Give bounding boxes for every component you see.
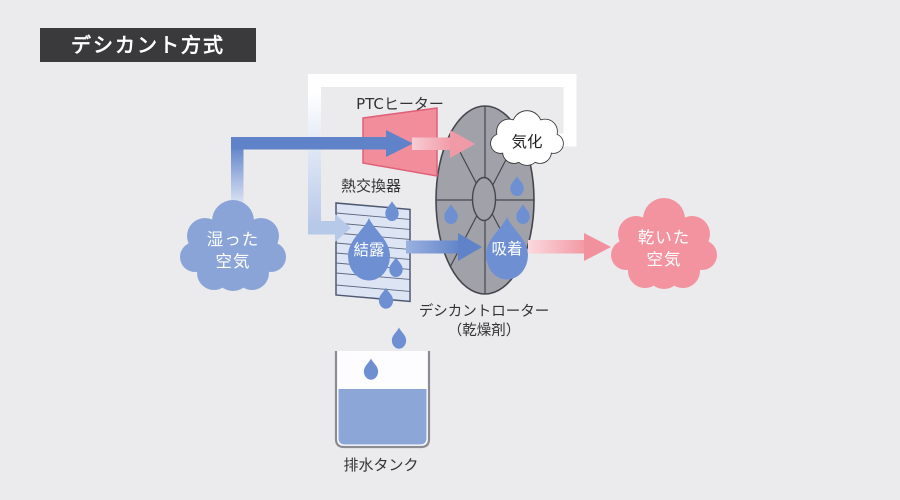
humid-air-flow-arrow [231,130,413,208]
tank-water [338,389,427,445]
heated-air-arrow [412,130,475,158]
humid-air-line2: 空気 [216,252,251,271]
humid-air-cloud: 湿った 空気 [180,200,286,291]
return-air-arrow [308,92,351,242]
adsorption-label: 吸着 [491,240,522,258]
dry-air-cloud: 乾いた 空気 [611,198,717,289]
page-title: デシカント方式 [71,33,225,57]
dry-air-line2: 空気 [647,250,682,269]
rotor-hub [471,176,497,222]
humid-air-line1: 湿った [207,230,260,249]
vaporization-cloud: 気化 [490,110,564,166]
drain-tank [334,351,431,449]
condensation-drop: 結露 [348,218,390,281]
process-air-arrow [406,233,482,261]
condensation-label: 結露 [353,241,385,259]
ptc-heater-label: PTCヒーター [356,95,444,113]
adsorption-drop: 吸着 [486,217,528,280]
heat-exchanger-label: 熱交換器 [341,177,401,195]
rotor-label-line2: （乾燥剤） [448,322,521,339]
dry-air-line1: 乾いた [638,228,691,247]
vaporization-label: 気化 [511,133,542,151]
rotor-label-line1: デシカントローター [419,302,550,320]
dry-air-arrow [528,233,611,261]
title-badge: デシカント方式 [40,28,256,62]
drain-tank-label: 排水タンク [343,456,418,474]
